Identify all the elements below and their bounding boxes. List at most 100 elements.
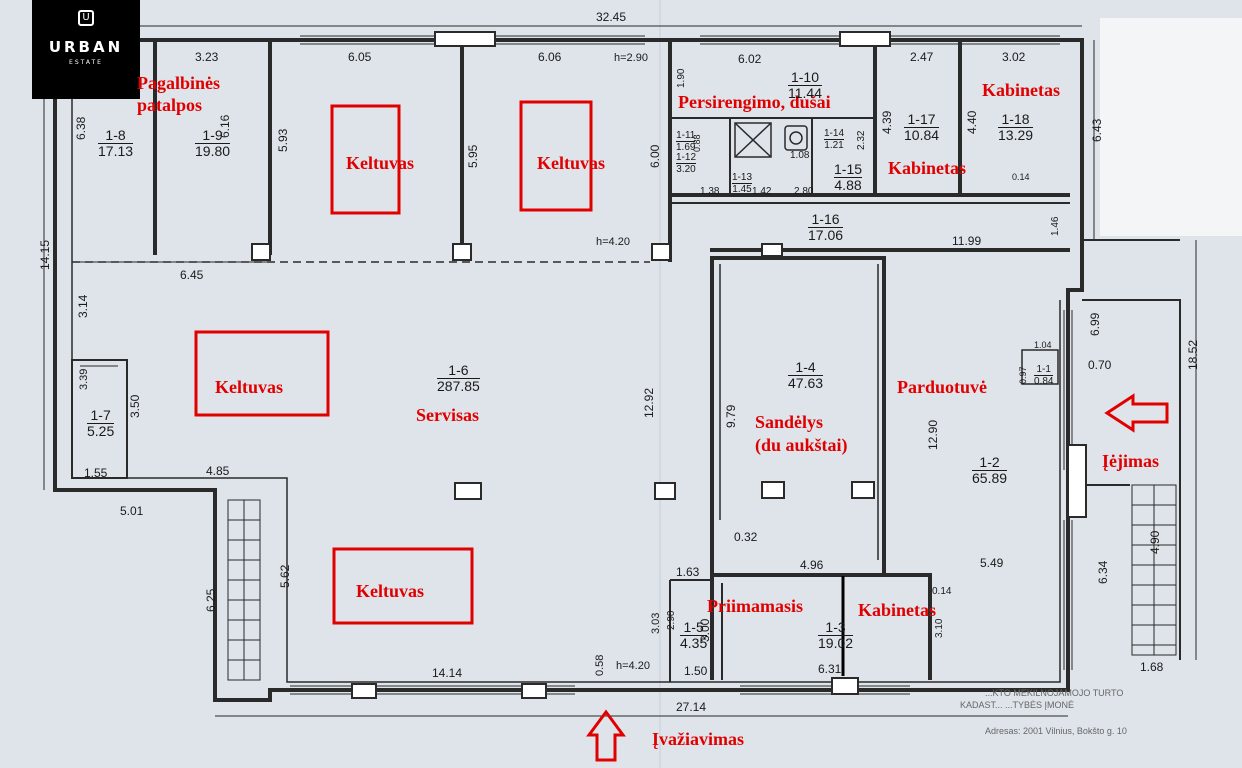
dim-190: 1.90 <box>676 68 687 88</box>
dim-595: 5.95 <box>466 144 480 168</box>
dim-302: 3.02 <box>1002 50 1026 64</box>
dim-1290: 12.90 <box>926 419 940 450</box>
dim-total-top: 32.45 <box>596 10 627 24</box>
dim-014b: 0.14 <box>932 586 952 597</box>
dim-150: 1.50 <box>684 664 708 678</box>
dim-314: 3.14 <box>76 294 90 318</box>
dim-h420-bottom: h=4.20 <box>616 660 650 672</box>
dim-070: 0.70 <box>1088 358 1112 372</box>
stamp-line-1: ...KTO MEKILNOJAMOJO TURTO <box>985 688 1124 698</box>
label-pagalbines-1: Pagalbinės <box>137 73 221 93</box>
dim-290: 2.90 <box>666 610 677 630</box>
dim-088: 0.88 <box>692 134 702 152</box>
dim-h420-top: h=4.20 <box>596 236 630 248</box>
dim-108: 1.08 <box>790 150 810 161</box>
dim-562: 5.62 <box>278 564 292 588</box>
label-keltuvas-1: Keltuvas <box>346 153 415 173</box>
dim-323: 3.23 <box>195 50 219 64</box>
dim-2714: 27.14 <box>676 700 707 714</box>
label-sandelys-2: (du aukštai) <box>755 435 848 455</box>
label-keltuvas-3: Keltuvas <box>215 377 284 397</box>
dim-643: 6.43 <box>1090 118 1104 142</box>
dim-155: 1.55 <box>84 466 108 480</box>
dim-616: 6.16 <box>218 114 232 138</box>
dim-485: 4.85 <box>206 464 230 478</box>
stamp-line-2: KADAST... ...TYBĖS ĮMONĖ <box>960 700 1075 710</box>
label-priimamasis: Priimamasis <box>707 596 803 616</box>
label-pagalbines-2: patalpos <box>137 95 203 115</box>
dim-600: 6.00 <box>648 144 662 168</box>
dim-606: 6.06 <box>538 50 562 64</box>
dim-138: 1.38 <box>700 186 720 197</box>
dim-032: 0.32 <box>734 530 758 544</box>
dim-638: 6.38 <box>74 116 88 140</box>
dim-142: 1.42 <box>752 186 772 197</box>
label-servisas: Servisas <box>416 405 479 425</box>
dim-602: 6.02 <box>738 52 762 66</box>
dim-014a: 0.14 <box>1012 172 1030 182</box>
brand-sub: ESTATE <box>69 59 103 66</box>
dim-634: 6.34 <box>1096 560 1110 584</box>
label-persirengimo: Persirengimo, dušai <box>678 92 831 112</box>
dim-439: 4.39 <box>880 110 894 134</box>
dim-168: 1.68 <box>1140 660 1164 674</box>
dim-490: 4.90 <box>1148 530 1162 554</box>
dim-631: 6.31 <box>818 662 842 676</box>
dim-h290: h=2.90 <box>614 52 648 64</box>
dim-097: 0.97 <box>1018 366 1028 384</box>
dim-605: 6.05 <box>348 50 372 64</box>
dim-979: 9.79 <box>724 404 738 428</box>
dim-496: 4.96 <box>800 558 824 572</box>
label-ijejimas: Įėjimas <box>1102 451 1159 471</box>
dim-440: 4.40 <box>965 110 979 134</box>
dim-699: 6.99 <box>1088 312 1102 336</box>
dim-310: 3.10 <box>934 618 945 638</box>
dim-1852: 18.52 <box>1186 339 1200 370</box>
dim-303: 3.03 <box>650 612 662 634</box>
dim-645: 6.45 <box>180 268 204 282</box>
label-sandelys-1: Sandėlys <box>755 412 824 432</box>
dim-1415: 14.15 <box>38 239 52 270</box>
dim-104: 1.04 <box>1034 340 1052 350</box>
brand-name: URBAN <box>48 38 124 56</box>
dim-593: 5.93 <box>276 128 290 152</box>
label-keltuvas-4: Keltuvas <box>356 581 425 601</box>
dim-300: 3.00 <box>698 618 712 642</box>
label-kabinetas-2: Kabinetas <box>888 158 967 178</box>
dim-058: 0.58 <box>594 654 606 676</box>
brand-logo: Ü URBAN ESTATE <box>32 0 140 99</box>
dim-247: 2.47 <box>910 50 934 64</box>
label-kabinetas-1: Kabinetas <box>982 80 1061 100</box>
label-keltuvas-2: Keltuvas <box>537 153 606 173</box>
dim-1199: 11.99 <box>952 234 982 248</box>
stamp-line-3: Adresas: 2001 Vilnius, Bokšto g. 10 <box>985 726 1127 736</box>
label-parduotuve: Parduotuvė <box>897 377 987 397</box>
dim-163: 1.63 <box>676 565 700 579</box>
dim-232: 2.32 <box>856 130 867 150</box>
dim-339: 3.39 <box>78 368 90 390</box>
dim-146: 1.46 <box>1050 216 1061 236</box>
dim-1292: 12.92 <box>642 387 656 418</box>
dim-350: 3.50 <box>128 394 142 418</box>
dim-625: 6.25 <box>204 588 218 612</box>
label-ivaziavimas: Įvažiavimas <box>652 729 744 749</box>
dim-501: 5.01 <box>120 504 144 518</box>
